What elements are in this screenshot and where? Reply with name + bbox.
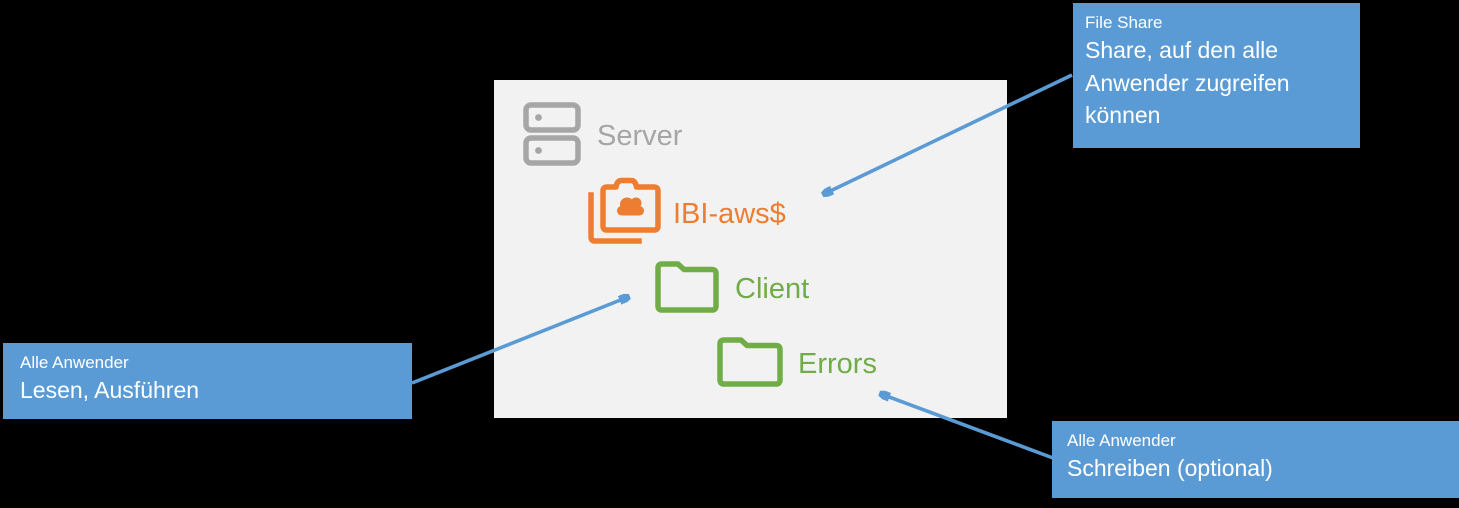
callout-read-body: Lesen, Ausführen (20, 377, 200, 404)
server-icon (523, 101, 581, 172)
server-row: Server (523, 101, 683, 172)
errors-folder-label: Errors (798, 347, 877, 380)
server-panel: Server IBI-aws$ Client (494, 80, 1007, 418)
callout-file-share-body: Share, auf den alle Anwender zugreifen k… (1085, 37, 1290, 129)
callout-write-title: Alle Anwender (1067, 431, 1176, 450)
callout-file-share: File Share Share, auf den alle Anwender … (1073, 3, 1360, 148)
client-folder-label: Client (735, 272, 810, 305)
callout-read-title: Alle Anwender (20, 353, 129, 372)
callout-read-permissions: Alle Anwender Lesen, Ausführen (3, 343, 412, 419)
file-share-label: IBI-aws$ (673, 197, 786, 230)
errors-folder-row: Errors (716, 335, 877, 394)
server-label: Server (597, 119, 683, 152)
callout-file-share-title: File Share (1085, 13, 1163, 32)
folder-icon (654, 259, 720, 320)
file-share-row: IBI-aws$ (586, 176, 786, 252)
callout-write-permissions: Alle Anwender Schreiben (optional) (1052, 421, 1459, 498)
cloud-icon (617, 197, 644, 215)
folder-icon (716, 335, 784, 394)
callout-write-body: Schreiben (optional) (1067, 455, 1273, 482)
shared-cloud-folder-icon (586, 174, 664, 255)
client-folder-row: Client (654, 259, 810, 320)
